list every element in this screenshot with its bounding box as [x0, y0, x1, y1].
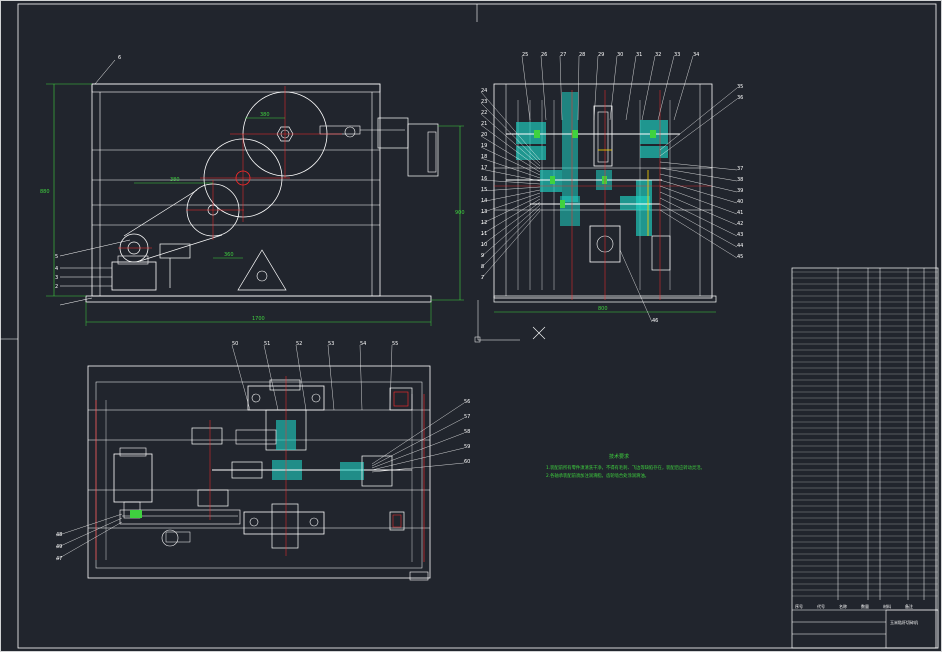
front-callout-44: 44 [737, 243, 743, 249]
svg-text:2: 2 [55, 284, 58, 290]
front-callout-28: 28 [579, 52, 585, 58]
svg-text:5: 5 [55, 254, 58, 260]
plan-callout-48: 48 [56, 532, 62, 538]
plan-callout-59: 59 [464, 444, 470, 450]
front-callout-43: 43 [737, 232, 743, 238]
svg-text:6: 6 [118, 55, 121, 61]
front-callout-13: 13 [481, 209, 487, 215]
note-line-2: 2.各轴承装配前须加注润滑脂，齿轮啮合处涂润滑油。 [546, 472, 649, 479]
front-callout-38: 38 [737, 177, 743, 183]
front-callout-31: 31 [636, 52, 642, 58]
front-callout-40: 40 [737, 199, 743, 205]
front-callout-27: 27 [560, 52, 566, 58]
svg-text:360: 360 [224, 252, 234, 258]
plan-callout-58: 58 [464, 429, 470, 435]
front-callout-9: 9 [481, 253, 484, 259]
plan-callout-52: 52 [296, 341, 302, 347]
plan-view [87, 365, 431, 581]
parts-list-header: 序号 [795, 603, 803, 609]
plan-callout-47: 47 [56, 556, 62, 562]
drawing-title: 玉米秸秆切碎机 [890, 619, 918, 625]
front-callout-35: 35 [737, 84, 743, 90]
plan-callout-57: 57 [464, 414, 470, 420]
parts-list-table: 玉米秸秆切碎机 序号 代号 名称 数量 材料 备注 [791, 267, 939, 649]
front-callout-12: 12 [481, 220, 487, 226]
front-callout-21: 21 [481, 121, 487, 127]
front-callout-17: 17 [481, 165, 487, 171]
plan-callout-51: 51 [264, 341, 270, 347]
note-line-1: 1.装配前所有零件须清洗干净，不得有毛刺、飞边等缺陷存在，装配后应转动灵活。 [546, 464, 705, 471]
plan-callout-49: 49 [56, 544, 62, 550]
parts-list-header: 备注 [905, 603, 913, 609]
front-callout-15: 15 [481, 187, 487, 193]
dim-right-height: 900 [455, 210, 465, 216]
front-callout-42: 42 [737, 221, 743, 227]
front-callout-8: 8 [481, 264, 484, 270]
front-callout-25: 25 [522, 52, 528, 58]
plan-callout-55: 55 [392, 341, 398, 347]
svg-text:380: 380 [170, 177, 180, 183]
parts-list-header: 名称 [839, 603, 847, 609]
parts-list-header: 数量 [861, 603, 869, 609]
front-callout-23: 23 [481, 99, 487, 105]
front-callout-10: 10 [481, 242, 487, 248]
front-callout-30: 30 [617, 52, 623, 58]
front-callout-14: 14 [481, 198, 487, 204]
front-callout-24: 24 [481, 88, 487, 94]
svg-text:3: 3 [55, 275, 58, 281]
front-callout-32: 32 [655, 52, 661, 58]
svg-text:4: 4 [55, 266, 58, 272]
front-callout-46: 46 [652, 318, 658, 324]
front-callout-34: 34 [693, 52, 699, 58]
dim-height: 880 [40, 189, 50, 195]
notes-title: 技术要求 [609, 453, 629, 460]
front-callout-29: 29 [598, 52, 604, 58]
front-callout-36: 36 [737, 95, 743, 101]
plan-callout-54: 54 [360, 341, 366, 347]
front-callout-41: 41 [737, 210, 743, 216]
front-callout-11: 11 [481, 231, 487, 237]
front-callout-18: 18 [481, 154, 487, 160]
front-callout-16: 16 [481, 176, 487, 182]
front-callout-33: 33 [674, 52, 680, 58]
front-section-view: 800 [474, 83, 717, 343]
parts-list-header: 材料 [883, 603, 891, 609]
front-callout-20: 20 [481, 132, 487, 138]
dim-width: 1700 [252, 316, 265, 322]
plan-callout-56: 56 [464, 399, 470, 405]
front-callout-22: 22 [481, 110, 487, 116]
parts-list-header: 代号 [817, 603, 825, 609]
front-view-callouts: 25 26 27 28 29 30 31 32 33 34 24 23 22 21 20 19 18 17 16 15… [480, 52, 743, 324]
front-callout-26: 26 [541, 52, 547, 58]
technical-notes: 技术要求 1.装配前所有零件须清洗干净，不得有毛刺、飞边等缺陷存在，装配后应转动… [546, 453, 705, 479]
svg-text:380: 380 [260, 112, 270, 118]
dim-front-width: 800 [598, 306, 608, 312]
front-callout-45: 45 [737, 254, 743, 260]
front-callout-37: 37 [737, 166, 743, 172]
plan-callout-53: 53 [328, 341, 334, 347]
side-view: 880 1700 900 380 380 360 6 5 4 3 2 [40, 55, 465, 326]
front-callout-19: 19 [481, 143, 487, 149]
front-callout-39: 39 [737, 188, 743, 194]
plan-callout-60: 60 [464, 459, 470, 465]
plan-view-callouts: 50 51 52 53 54 55 56 57 58 59 60 48 49 47 [55, 341, 470, 562]
plan-callout-50: 50 [232, 341, 238, 347]
front-callout-7: 7 [481, 275, 484, 281]
